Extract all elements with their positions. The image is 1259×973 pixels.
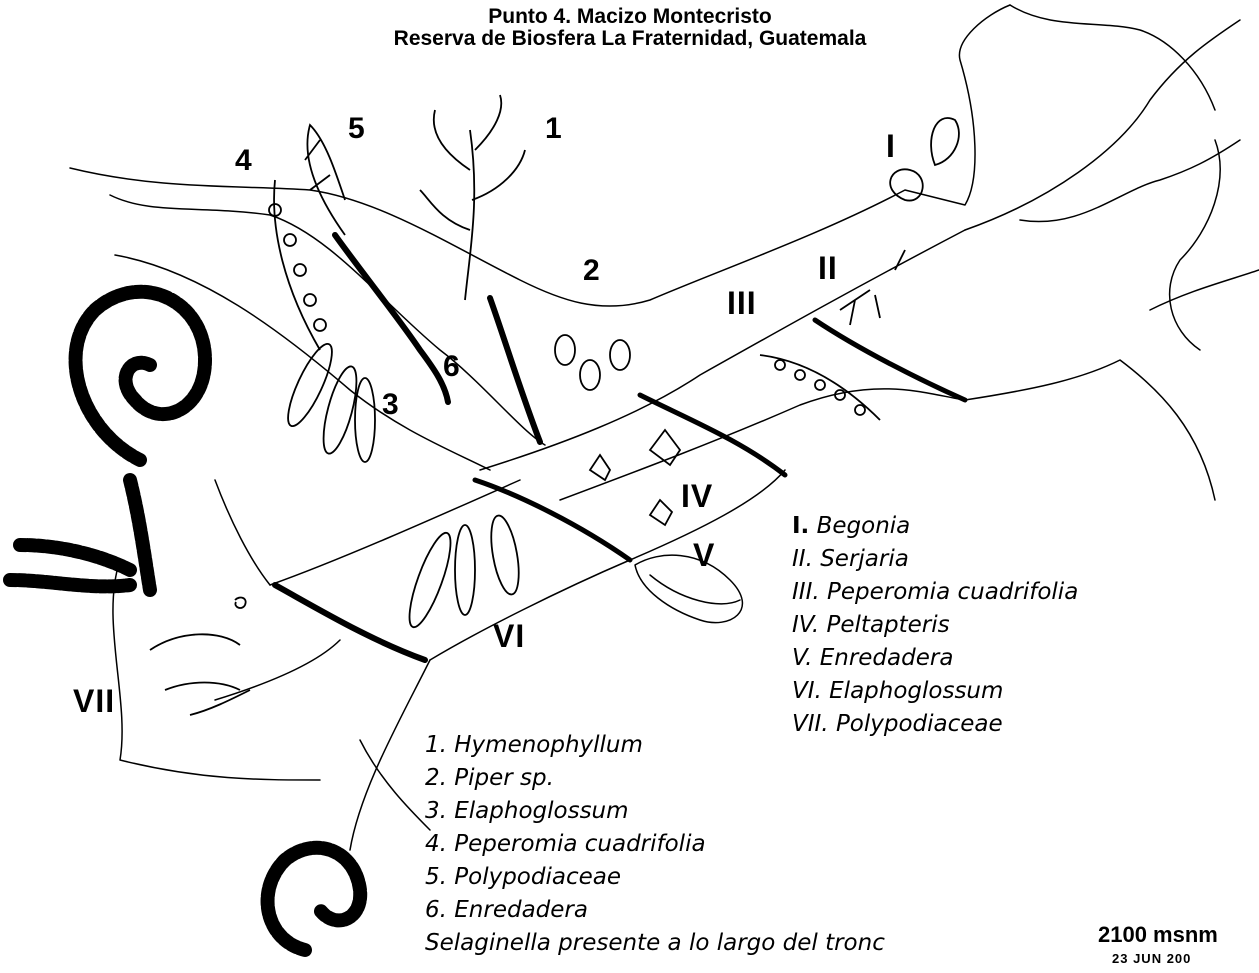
label-3: 3 [382,388,399,422]
altitude-label: 2100 msnm [1098,922,1218,948]
legend-roman-item: III. Peperomia cuadrifolia [792,576,1078,609]
enredadera-band-6 [335,235,448,402]
date-stamp: 23 JUN 200 [1112,951,1191,966]
title-line-1: Punto 4. Macizo Montecristo [280,6,980,28]
legend-arabic-item: 5. Polypodiaceae [425,861,885,894]
selaginella-spiral-left [76,292,205,460]
upper-branch [70,5,1010,306]
elaphoglossum-vi-icon [402,529,459,631]
label-5: 5 [348,112,365,146]
legend-arabic-item: 6. Enredadera [425,894,885,927]
legend-arabic-item: 4. Peperomia cuadrifolia [425,828,885,861]
legend-arabic-item: 1. Hymenophyllum [425,729,885,762]
label-roman-vi: VI [493,618,525,655]
polypodiaceae-vii-icon [150,634,250,715]
label-roman-v: V [693,537,715,574]
selaginella-spiral-bottom [268,848,361,950]
fern-1-icon [420,95,525,300]
legend-roman: I. Begonia II. Serjaria III. Peperomia c… [792,510,1078,741]
begonia-i-icon [890,118,959,201]
label-roman-i: I [886,128,896,165]
serjaria-ii-icon [840,250,905,325]
elaphoglossum-3-icon [280,339,340,431]
label-1: 1 [545,112,562,146]
legend-roman-item: II. Serjaria [792,543,1078,576]
label-6: 6 [443,350,460,384]
label-roman-iv: IV [681,478,713,515]
liana-v [635,555,742,622]
frond-5-icon [305,125,345,235]
legend-arabic-note: Selaginella presente a lo largo del tron… [425,927,885,960]
legend-arabic: 1. Hymenophyllum 2. Piper sp. 3. Elaphog… [425,729,885,960]
label-roman-ii: II [818,250,838,287]
label-4: 4 [235,144,252,178]
label-2: 2 [583,254,600,288]
legend-roman-item: IV. Peltapteris [792,609,1078,642]
piper-2-icon [555,335,575,365]
peperomia-iii-icon [760,355,880,420]
label-roman-vii: VII [73,683,115,720]
legend-roman-item: I. Begonia [792,510,1078,543]
legend-arabic-item: 3. Elaphoglossum [425,795,885,828]
legend-arabic-item: 2. Piper sp. [425,762,885,795]
peltapteris-iv-icon [590,430,680,525]
legend-roman-item: VI. Elaphoglossum [792,675,1078,708]
label-roman-iii: III [727,285,757,322]
title-line-2: Reserva de Biosfera La Fraternidad, Guat… [280,28,980,50]
legend-roman-item: V. Enredadera [792,642,1078,675]
